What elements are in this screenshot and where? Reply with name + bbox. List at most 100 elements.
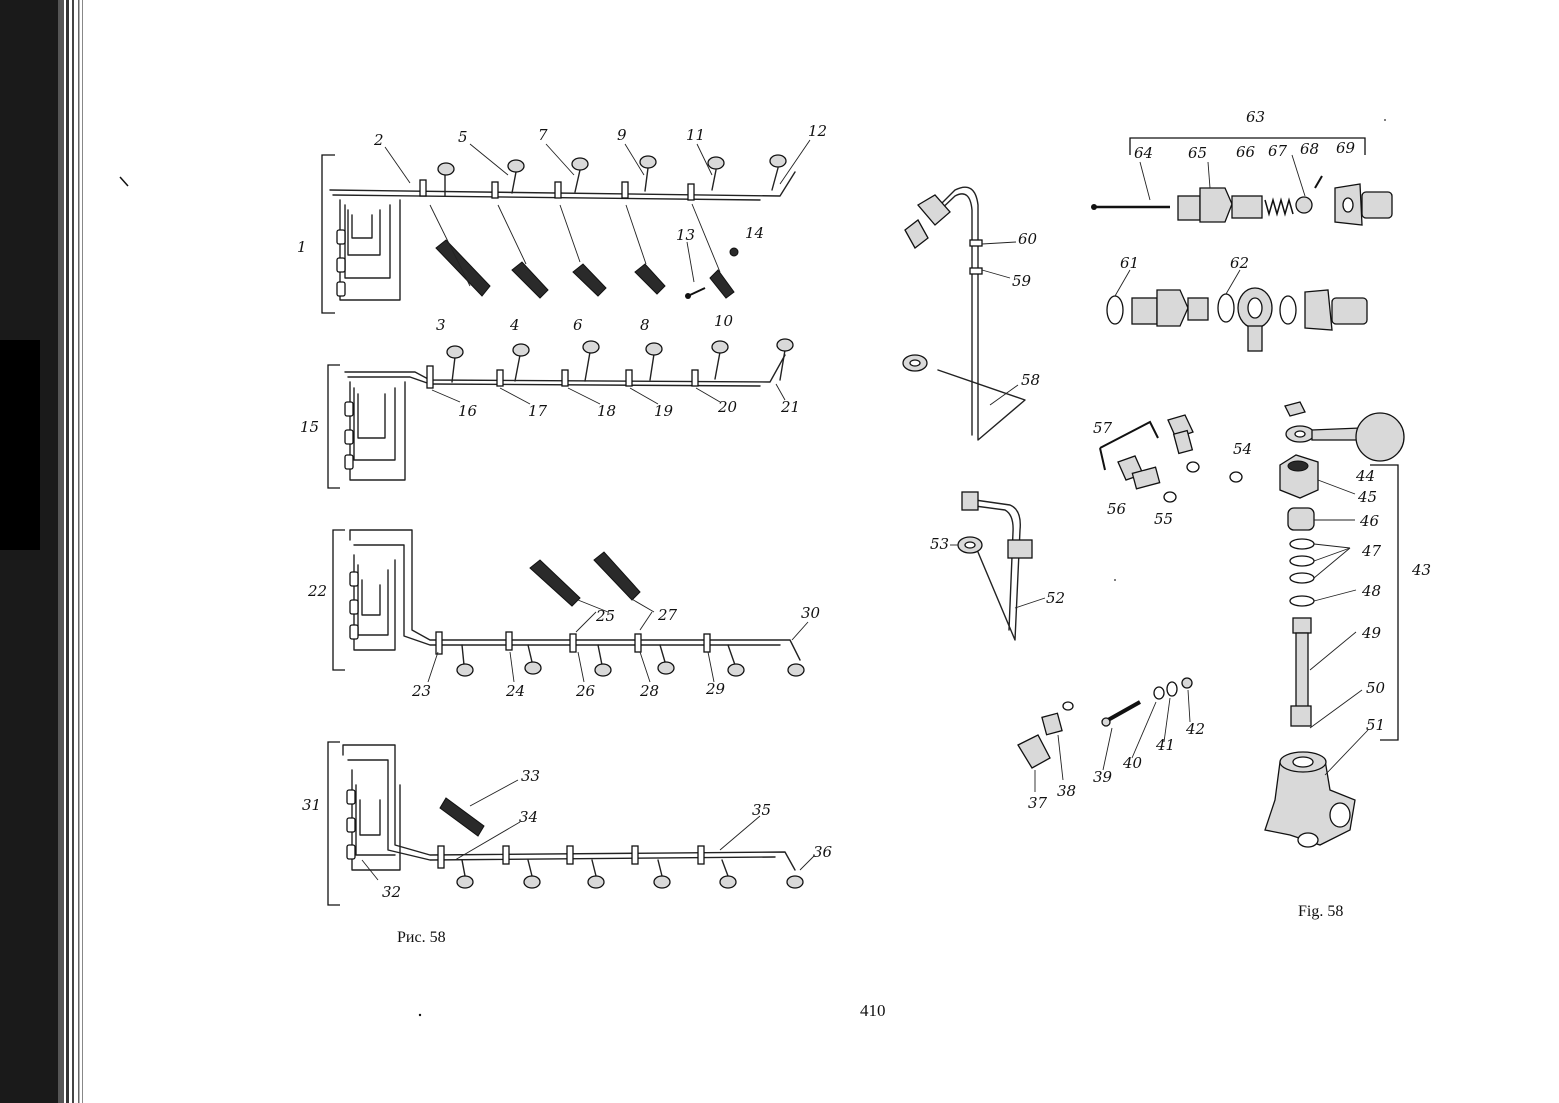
callout-29: 29	[705, 680, 726, 698]
pipe-set-22	[332, 529, 809, 683]
callout-39: 39	[1093, 768, 1113, 786]
fittings-37-42	[1017, 677, 1193, 792]
callout-9: 9	[617, 126, 627, 144]
callout-53: 53	[930, 535, 949, 553]
callout-8: 8	[640, 316, 650, 334]
callout-16: 16	[458, 402, 478, 420]
tee-body-icon	[1264, 751, 1356, 848]
page-number: 410	[860, 1001, 886, 1020]
needle-rod-icon	[1091, 204, 1170, 210]
nut-icon	[1284, 401, 1306, 417]
callout-41: 41	[1155, 736, 1175, 754]
pipe-set-15	[327, 338, 794, 489]
caption-english: Fig. 58	[1298, 903, 1343, 920]
pin-icon	[1314, 175, 1323, 189]
spring-icon	[1264, 197, 1294, 217]
callout-35: 35	[752, 801, 771, 819]
nut-icon	[1279, 454, 1319, 499]
callout-61: 61	[1120, 254, 1139, 272]
clamp-icon	[439, 797, 485, 837]
callout-40: 40	[1122, 754, 1143, 772]
caption-russian: Рис. 58	[397, 929, 446, 946]
callout-28: 28	[639, 682, 659, 700]
bolt-icon	[1101, 700, 1141, 727]
pipe-58	[902, 186, 1026, 441]
callout-45: 45	[1357, 488, 1377, 506]
pipe-52	[950, 491, 1046, 641]
callout-63: 63	[1246, 108, 1265, 126]
nozzle-fitting-icon	[446, 338, 794, 359]
callout-47: 47	[1361, 542, 1382, 560]
clamp-icon	[529, 551, 641, 607]
banjo-fitting-icon	[1237, 287, 1273, 352]
callout-15: 15	[300, 418, 319, 436]
nozzle-fitting-icon	[437, 154, 787, 176]
bolt-icon	[1117, 414, 1194, 490]
eye-fitting-icon	[902, 354, 928, 372]
callout-64: 64	[1134, 144, 1153, 162]
callout-33: 33	[521, 767, 540, 785]
stud-icon	[1290, 617, 1312, 727]
callout-69: 69	[1336, 139, 1356, 157]
callout-5: 5	[458, 128, 468, 146]
callout-6: 6	[573, 316, 583, 334]
callout-68: 68	[1300, 140, 1319, 158]
callout-65: 65	[1188, 144, 1207, 162]
callout-58: 58	[1021, 371, 1040, 389]
callout-7: 7	[538, 126, 548, 144]
nozzle-fitting-icon	[456, 661, 805, 677]
callout-50: 50	[1366, 679, 1386, 697]
union-nut-icon	[1017, 734, 1051, 769]
callout-54: 54	[1233, 440, 1252, 458]
callout-22: 22	[307, 582, 327, 600]
callout-14: 14	[745, 224, 764, 242]
callout-10: 10	[714, 312, 734, 330]
callout-25: 25	[595, 607, 615, 625]
callout-38: 38	[1057, 782, 1076, 800]
callout-60: 60	[1018, 230, 1038, 248]
callout-11: 11	[686, 126, 705, 144]
callout-36: 36	[813, 843, 833, 861]
pipe-set-1	[321, 139, 811, 314]
callout-30: 30	[801, 604, 821, 622]
callout-19: 19	[654, 402, 674, 420]
callout-43: 43	[1411, 561, 1431, 579]
callout-37: 37	[1028, 794, 1048, 812]
scan-specks	[119, 119, 1386, 1017]
callout-2: 2	[373, 131, 384, 149]
injector-parts-63	[1091, 137, 1393, 226]
callout-24: 24	[505, 682, 525, 700]
callout-3: 3	[436, 316, 446, 334]
callout-57: 57	[1093, 419, 1113, 437]
callout-18: 18	[597, 402, 616, 420]
callout-4: 4	[509, 316, 520, 334]
callout-42: 42	[1185, 720, 1205, 738]
callout-49: 49	[1361, 624, 1382, 642]
callout-labels: 1 2 3 4 5 6 7 8 9 10 11 12 13 14 15 16 1…	[297, 108, 1431, 901]
bolt-icon	[685, 287, 706, 299]
washer-icon	[1289, 538, 1315, 607]
eye-fitting-icon	[957, 536, 983, 554]
callout-21: 21	[780, 398, 800, 416]
threaded-fitting-icon	[1177, 187, 1263, 223]
eye-bolt-icon	[1285, 412, 1405, 462]
ball-icon	[1295, 196, 1313, 214]
callout-62: 62	[1230, 254, 1249, 272]
callout-23: 23	[411, 682, 431, 700]
callout-67: 67	[1268, 142, 1288, 160]
cap-nut-icon	[1334, 183, 1393, 226]
callout-34: 34	[519, 808, 538, 826]
callout-44: 44	[1355, 467, 1375, 485]
callout-20: 20	[717, 398, 738, 416]
callout-46: 46	[1359, 512, 1380, 530]
callout-13: 13	[676, 226, 695, 244]
callout-27: 27	[657, 606, 678, 624]
cap-nut-icon	[1304, 289, 1368, 331]
callout-55: 55	[1154, 510, 1173, 528]
callout-26: 26	[575, 682, 596, 700]
nozzle-fitting-icon	[456, 875, 804, 889]
callout-59: 59	[1012, 272, 1032, 290]
union-nut-icon	[904, 194, 951, 249]
callout-31: 31	[302, 796, 321, 814]
